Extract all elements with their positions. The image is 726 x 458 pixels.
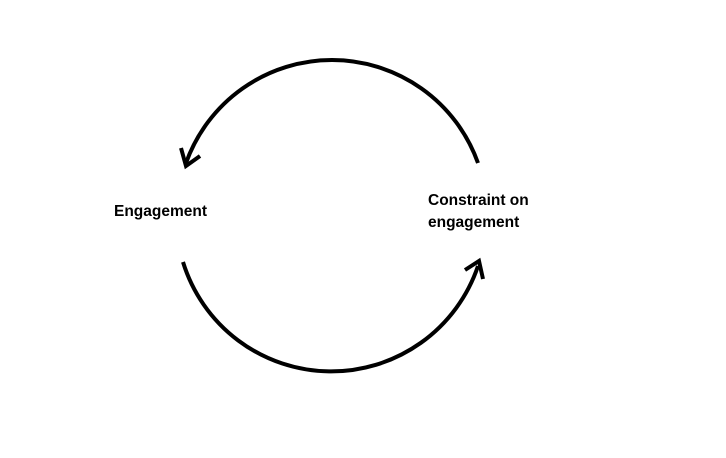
top-arrowhead-icon	[179, 147, 202, 170]
constraint-label-line1: Constraint on	[428, 192, 529, 209]
constraint-label: Constraint on engagement	[428, 190, 529, 234]
bottom-arrow-arc	[181, 261, 480, 374]
engagement-label: Engagement	[114, 203, 208, 220]
bottom-arrowhead-icon	[463, 257, 485, 280]
constraint-label-line2: engagement	[428, 214, 520, 231]
top-arrow-arc	[184, 58, 480, 164]
